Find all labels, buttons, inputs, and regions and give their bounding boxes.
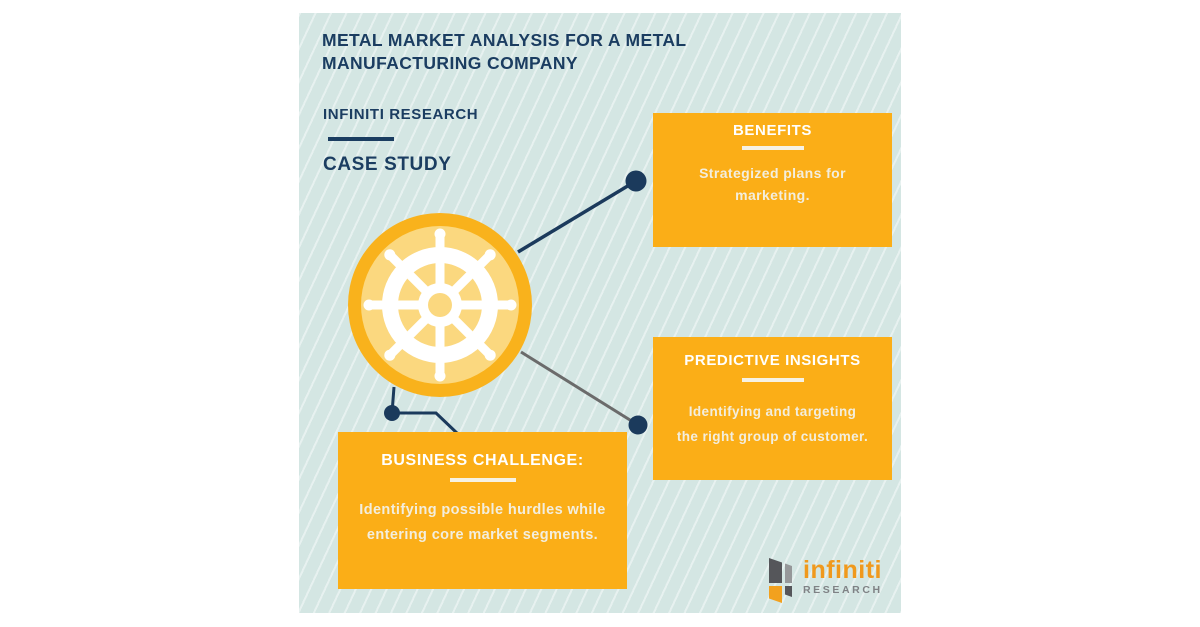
connector-predictive-dot	[628, 415, 648, 435]
infographic-canvas: METAL MARKET ANALYSIS FOR A METAL MANUFA…	[299, 13, 901, 613]
benefits-body: Strategized plans for marketing.	[699, 164, 846, 203]
benefits-box: BENEFITS Strategized plans for marketing…	[653, 113, 892, 247]
connector-challenge-dot	[384, 405, 400, 421]
business-challenge-title: BUSINESS CHALLENGE:	[381, 452, 584, 469]
connector-lines	[384, 170, 648, 437]
business-challenge-box: BUSINESS CHALLENGE: Identifying possible…	[338, 432, 627, 589]
predictive-insights-title: PREDICTIVE INSIGHTS	[684, 352, 861, 369]
business-challenge-divider	[449, 478, 516, 482]
ship-wheel-icon	[348, 213, 532, 397]
business-challenge-body: Identifying possible hurdles while enter…	[359, 502, 606, 543]
connector-predictive-line	[520, 350, 639, 427]
wheel-hub-center	[428, 293, 452, 317]
logo-sub-wordmark: RESEARCH	[803, 584, 883, 596]
connector-challenge-line	[390, 386, 461, 437]
infiniti-research-logo: infiniti RESEARCH	[769, 557, 883, 603]
benefits-divider	[741, 146, 804, 150]
logo-wordmark: infiniti	[803, 556, 882, 584]
connector-benefits-dot	[625, 170, 647, 192]
subtitle-divider	[328, 137, 394, 141]
infiniti-logo-icon	[769, 558, 792, 603]
company-subtitle: INFINITI RESEARCH	[323, 106, 479, 123]
predictive-insights-box: PREDICTIVE INSIGHTS Identifying and targ…	[653, 337, 892, 480]
logo-text: infiniti RESEARCH	[803, 557, 883, 596]
connector-benefits-line	[517, 179, 637, 254]
predictive-insights-body: Identifying and targeting the right grou…	[676, 403, 869, 444]
benefits-title: BENEFITS	[733, 122, 812, 139]
predictive-insights-divider	[741, 378, 804, 382]
wheel-rim	[382, 247, 498, 363]
case-study-label: CASE STUDY	[323, 154, 452, 175]
wheel-handle-knobs	[363, 228, 517, 382]
page-title: METAL MARKET ANALYSIS FOR A METAL MANUFA…	[322, 30, 687, 73]
